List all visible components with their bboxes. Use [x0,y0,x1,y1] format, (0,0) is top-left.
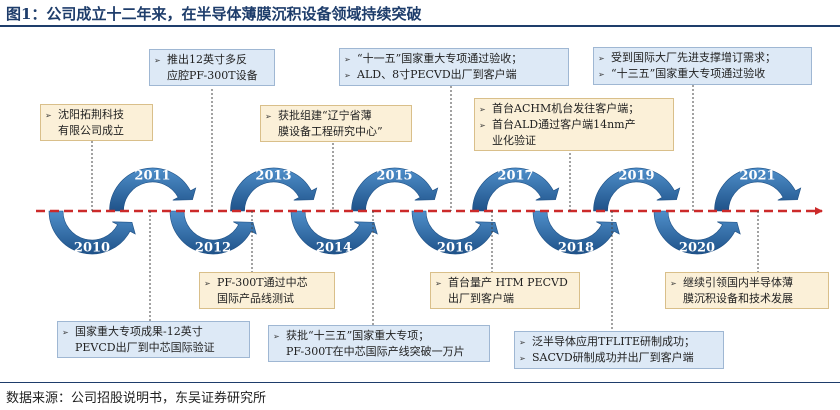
year-label-2018: 2018 [558,241,594,256]
triangle-right-icon: ➢ [62,328,69,337]
event-box-2010: ➢沈阳拓荆科技 有限公司成立 [40,104,153,141]
event-box-2019: ➢受到国际大厂先进支撑增订需求； ➢“十三五”国家重大专项通过验收 [593,47,812,85]
year-label-2020: 2020 [679,241,715,256]
triangle-right-icon: ➢ [273,332,280,341]
year-label-2017: 2017 [497,169,533,184]
year-arrow-2015 [351,167,439,212]
year-label-2010: 2010 [74,241,110,256]
triangle-right-icon: ➢ [344,71,351,80]
year-arrow-2010 [48,210,136,255]
triangle-right-icon: ➢ [598,54,605,63]
event-box-2017: ➢首台ACHM机台发往客户端； ➢首台ALD通过客户端14nm产 业化验证 [474,98,674,151]
triangle-right-icon: ➢ [265,112,272,121]
triangle-right-icon: ➢ [344,55,351,64]
triangle-right-icon: ➢ [479,121,486,130]
triangle-right-icon: ➢ [435,279,442,288]
event-box-2018: ➢泛半导体应用TFLITE研制成功； ➢SACVD研制成功并出厂到客户端 [514,331,724,369]
event-box-2014: ➢获批“十三五”国家重大专项； PF-300T在中芯国际产线突破一万片 [268,325,490,362]
year-arrow-2021 [714,167,802,212]
year-label-2011: 2011 [134,169,170,184]
triangle-right-icon: ➢ [670,279,677,288]
triangle-right-icon: ➢ [154,56,161,65]
year-arrow-2020 [653,210,741,255]
triangle-right-icon: ➢ [519,338,526,347]
year-arrow-2012 [169,210,257,255]
source-rule [0,382,840,383]
triangle-right-icon: ➢ [519,354,526,363]
title-rule [0,25,840,27]
triangle-right-icon: ➢ [45,111,52,120]
source-note: 数据来源：公司招股说明书，东吴证券研究所 [6,391,267,406]
figure-title: 图1：公司成立十二年来，在半导体薄膜沉积设备领域持续突破 [6,5,422,23]
year-label-2012: 2012 [195,241,231,256]
year-arrow-2013 [230,167,318,212]
year-label-2016: 2016 [437,241,473,256]
year-label-2015: 2015 [376,169,412,184]
year-arrow-2016 [411,210,499,255]
year-label-2021: 2021 [739,169,775,184]
year-arrow-2014 [290,210,378,255]
event-box-2010-bottom: ➢国家重大专项成果-12英寸 PEVCD出厂到中芯国际验证 [57,321,250,358]
year-label-2013: 2013 [255,169,291,184]
event-box-2016: ➢首台量产 HTM PECVD 出厂到客户端 [430,272,580,309]
event-box-2012: ➢PF-300T通过中芯 国际产品线测试 [199,272,335,309]
triangle-right-icon: ➢ [204,279,211,288]
triangle-right-icon: ➢ [598,70,605,79]
event-box-2011: ➢推出12英寸多反 应腔PF-300T设备 [149,49,275,86]
event-box-2013: ➢获批组建“辽宁省薄 膜设备工程研究中心” [260,105,412,142]
triangle-right-icon: ➢ [479,105,486,114]
connector-lines [91,81,759,331]
event-box-2015: ➢“十一五”国家重大专项通过验收； ➢ALD、8寸PECVD出厂到客户端 [339,48,569,86]
year-label-2014: 2014 [316,241,352,256]
event-box-2021: ➢继续引领国内半导体薄 膜沉积设备和技术发展 [665,272,829,309]
year-arrow-2011 [109,167,197,212]
year-arrow-2017 [472,167,560,212]
year-arrow-2019 [593,167,681,212]
year-arrow-2018 [532,210,620,255]
year-label-2019: 2019 [618,169,654,184]
year-arrows: 2010 2011 2012 2013 2014 2015 2016 2017 2018 2019… [48,167,802,256]
